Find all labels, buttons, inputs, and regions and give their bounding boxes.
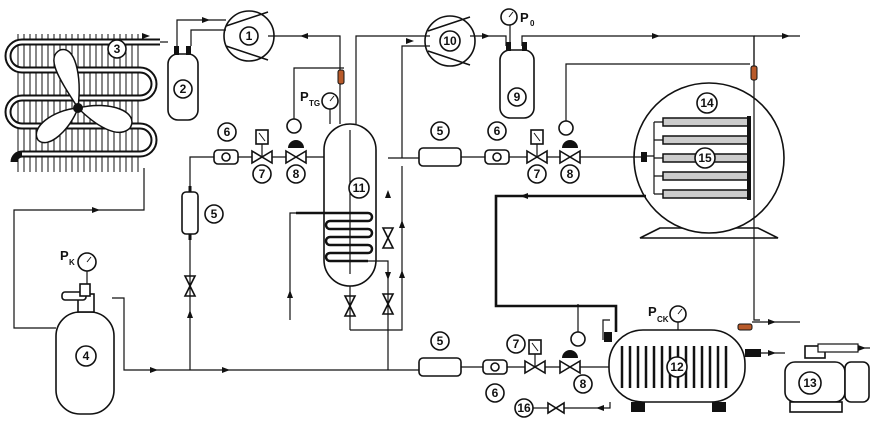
filter-drier-5-left: 5 — [181, 186, 224, 240]
gauge-ptg: P TG — [300, 89, 339, 124]
label-8-upper: 8 — [567, 167, 574, 181]
gauge-pk-label: P — [60, 248, 69, 263]
label-8-lower: 8 — [580, 377, 587, 391]
label-13: 13 — [803, 376, 817, 390]
solenoid-valve-7-upper: 7 — [526, 129, 548, 184]
receiver-4: 4 — [55, 283, 115, 415]
solenoid-valve-7-left: 7 — [251, 129, 273, 184]
label-14: 14 — [700, 96, 714, 110]
sight-glass-6-left: 6 — [213, 122, 239, 165]
label-5-lower: 5 — [437, 334, 444, 348]
label-1: 1 — [246, 29, 253, 43]
gauge-ptg-sub: TG — [309, 99, 320, 108]
separator-9: 9 — [499, 42, 535, 119]
oil-separator-2: 2 — [167, 46, 199, 121]
gauge-p0: P 0 — [500, 8, 535, 46]
label-12: 12 — [670, 360, 684, 374]
heat-exchanger-12: 12 — [604, 323, 761, 412]
gauge-p0-label: P — [520, 10, 529, 25]
gauge-pk: P K — [60, 248, 97, 284]
gauge-pk-sub: K — [69, 258, 75, 267]
label-5-upper: 5 — [437, 124, 444, 138]
label-11: 11 — [353, 181, 366, 195]
filter-drier-5-upper: 5 — [418, 121, 462, 167]
sight-glass-6-lower: 6 — [482, 359, 508, 403]
label-7-lower: 7 — [513, 337, 520, 351]
gauge-ptg-label: P — [300, 89, 309, 104]
label-4: 4 — [83, 349, 90, 363]
label-6-left: 6 — [224, 125, 231, 139]
piping — [13, 19, 870, 409]
gauge-psk-sub: CK — [657, 315, 669, 324]
label-7-left: 7 — [259, 167, 266, 181]
gauge-psk-label: P — [648, 304, 657, 319]
condenser-coil — [4, 34, 160, 172]
expansion-valve-8-left: 8 — [285, 118, 307, 184]
label-15: 15 — [698, 151, 712, 165]
label-10: 10 — [443, 34, 457, 48]
label-5-left: 5 — [211, 207, 218, 221]
temp-sensor-left — [337, 69, 345, 85]
flow-arrows — [92, 17, 866, 411]
intercooler-11: 11 — [296, 123, 377, 287]
cold-chamber-14: 14 15 — [633, 82, 785, 239]
label-3-circle — [107, 39, 127, 59]
condenser-fan-icon — [35, 48, 133, 144]
valve-16: 16 — [514, 398, 565, 418]
label-9: 9 — [514, 90, 521, 104]
temp-sensor-right — [750, 65, 758, 81]
vacuum-pump-13: 13 — [784, 343, 870, 413]
gauge-p0-sub: 0 — [530, 19, 535, 28]
compressor-1: 1 — [223, 10, 275, 62]
label-3: 3 — [114, 42, 121, 56]
label-8-left: 8 — [293, 167, 300, 181]
compressor-10: 10 — [424, 15, 476, 67]
sight-glass-6-upper: 6 — [484, 121, 510, 165]
gauge-psk: P CK — [648, 304, 687, 330]
expansion-valve-8-lower: 8 — [559, 331, 593, 394]
label-6-lower: 6 — [492, 386, 499, 400]
label-2: 2 — [180, 82, 187, 96]
label-6-upper: 6 — [494, 124, 501, 138]
expansion-valve-8-upper: 8 — [558, 120, 581, 184]
label-7-upper: 7 — [534, 167, 541, 181]
filter-drier-5-lower: 5 — [418, 331, 462, 377]
label-16: 16 — [517, 401, 531, 415]
solenoid-valve-7-lower: 7 — [506, 334, 546, 375]
